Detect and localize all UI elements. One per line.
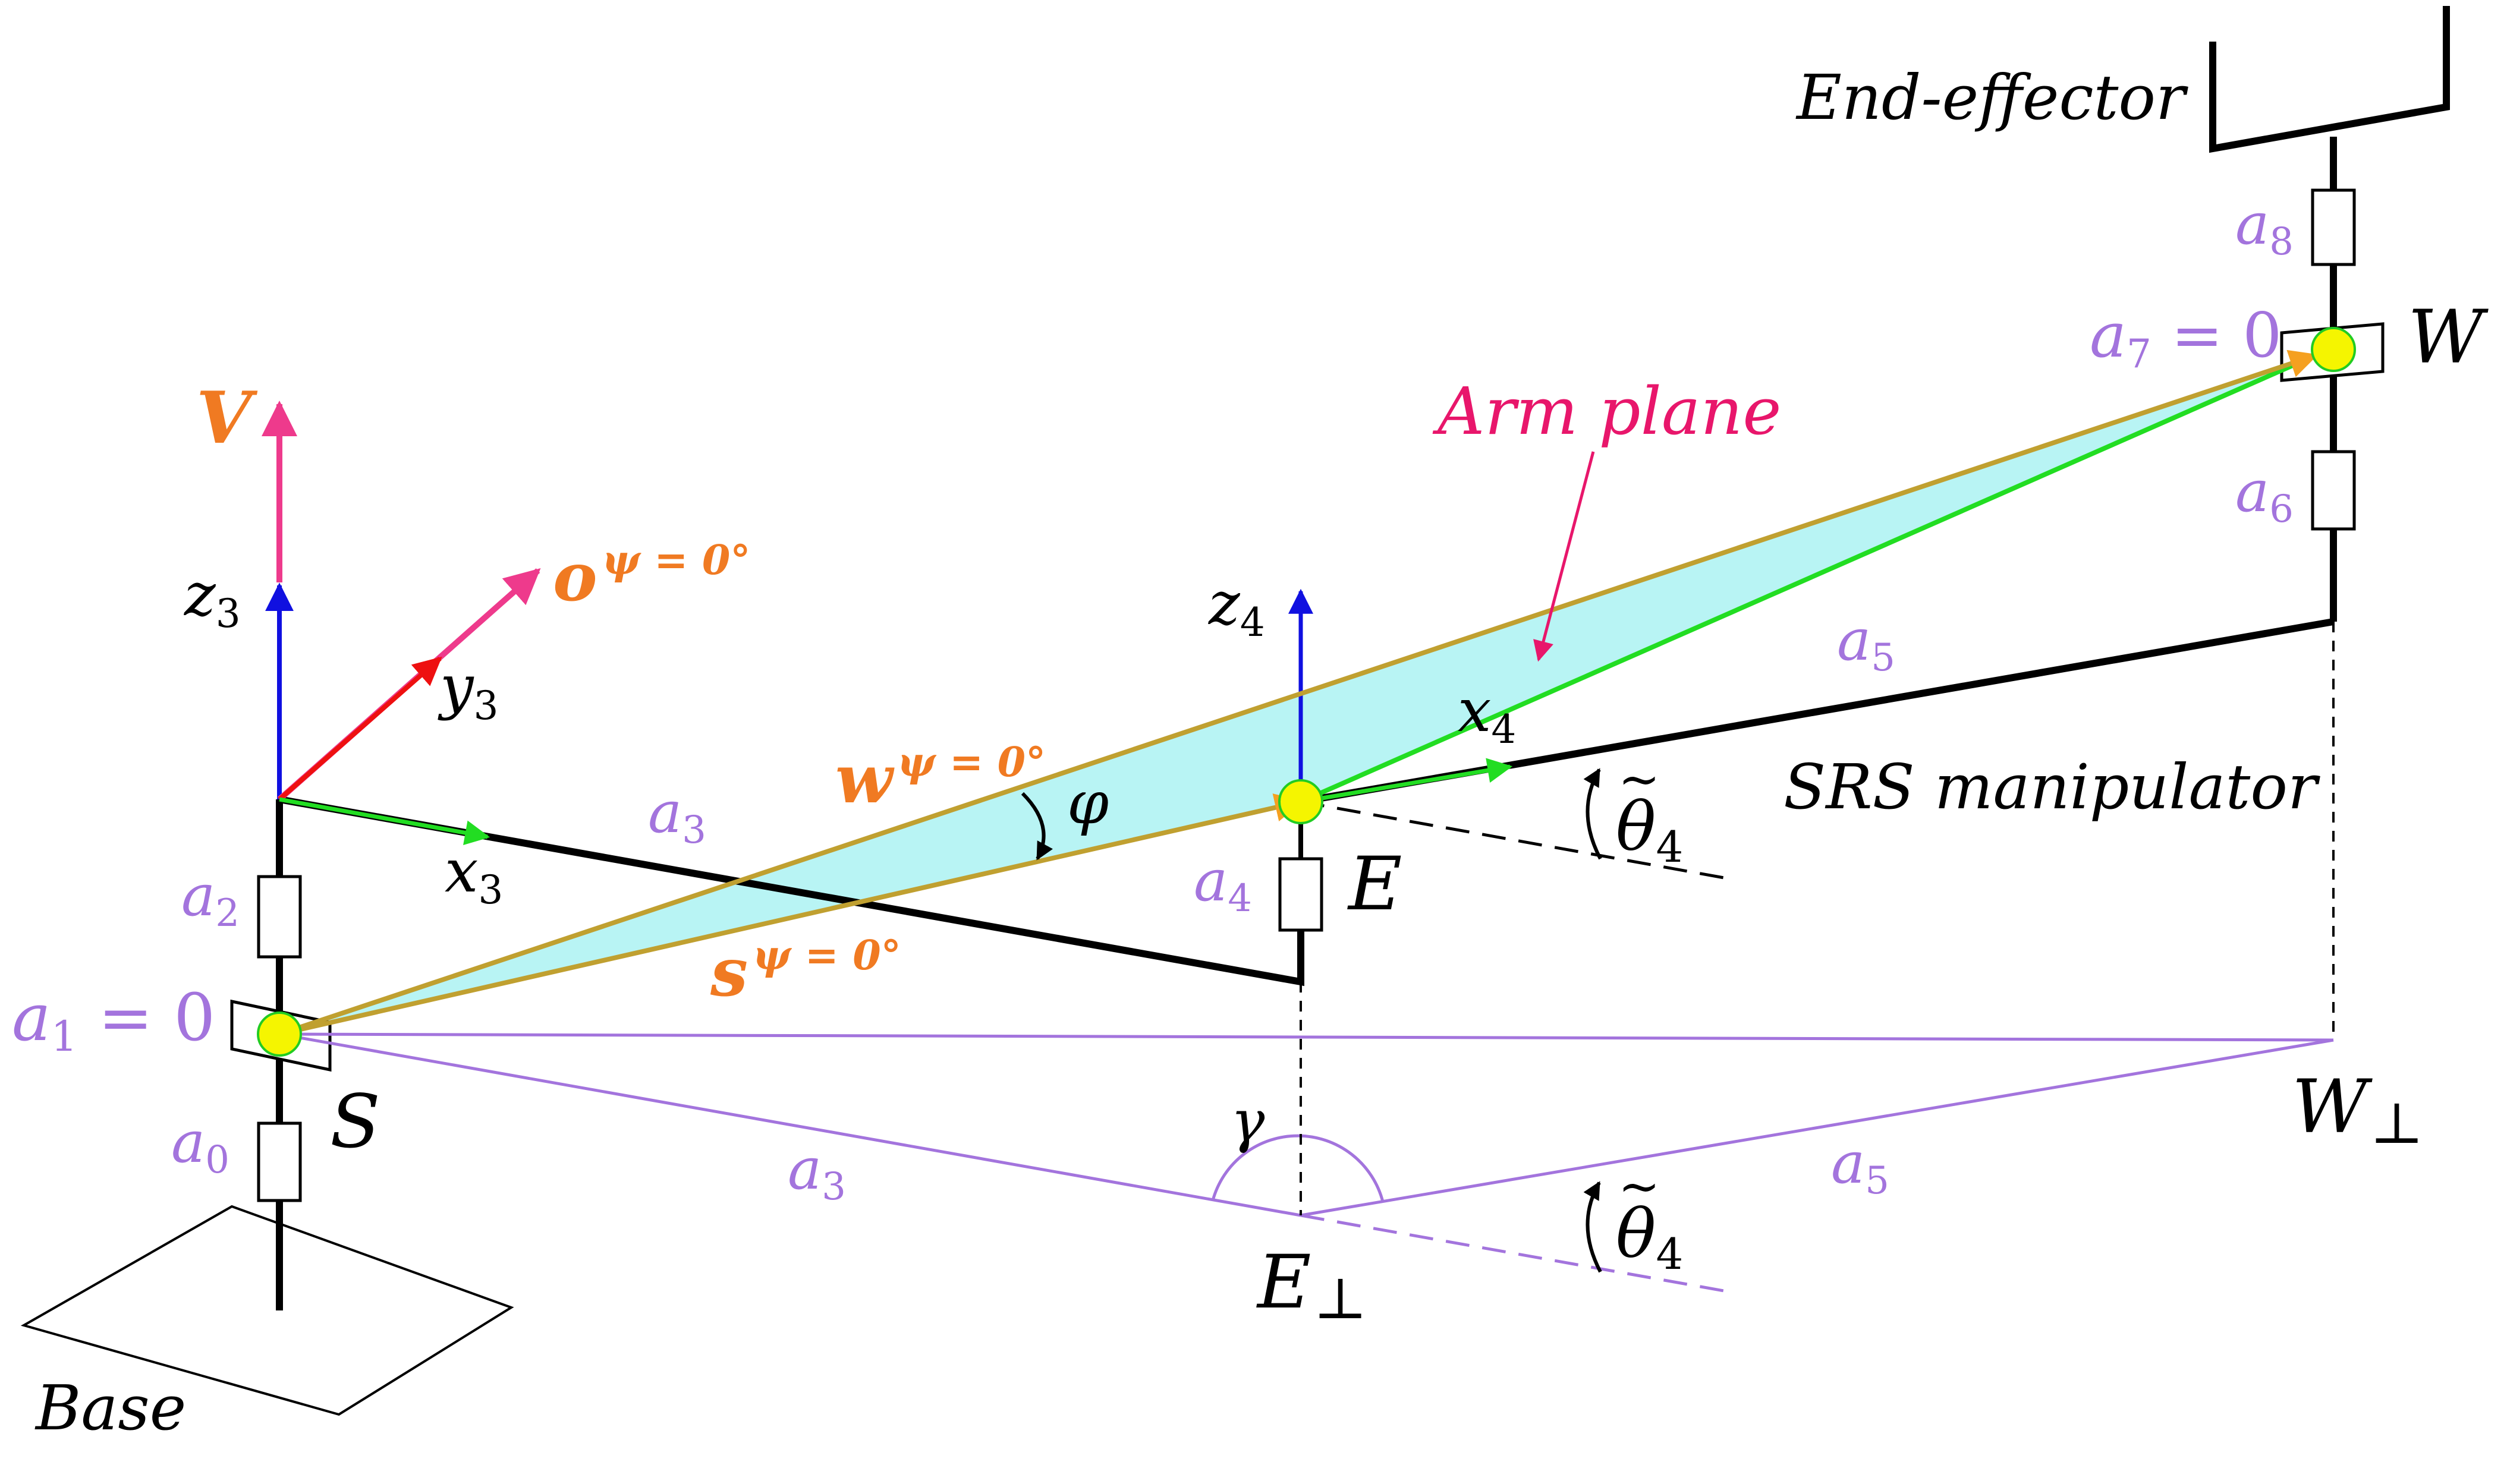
label-E-perp: E⊥	[1256, 1240, 1367, 1332]
eq-zero: = 0	[2151, 299, 2282, 371]
perp-symbol: ⊥	[2370, 1090, 2423, 1157]
w-vector	[278, 349, 2319, 1036]
label-gamma: γ	[1231, 1088, 1265, 1155]
label-srs-manipulator: SRS manipulator	[1783, 751, 2320, 823]
psi-superscript: ψ = 0°	[753, 932, 901, 979]
theta-tilde-upper: ~	[1618, 750, 1660, 808]
eq-zero: = 0	[77, 979, 215, 1056]
label-a2: a2	[181, 862, 240, 935]
theta-arc-lower	[1583, 1181, 1602, 1273]
label-phi: φ	[1067, 768, 1109, 837]
label-theta4-upper: θ4	[1616, 789, 1683, 872]
subscript: 6	[2269, 487, 2294, 531]
subscript: 1	[51, 1012, 78, 1061]
subscript: 3	[216, 591, 241, 637]
label-end-effector: End-effector	[1795, 61, 2188, 134]
x4-axis	[1300, 758, 1513, 804]
label-a0: a0	[171, 1109, 229, 1182]
label-x4: x4	[1458, 676, 1516, 752]
link-box-a0	[257, 1121, 302, 1202]
e-w-green-line	[1300, 353, 2317, 804]
label-arm-plane: Arm plane	[1432, 373, 1781, 449]
psi-superscript: ψ = 0°	[897, 739, 1046, 786]
label-a5-lower: a5	[1831, 1130, 1889, 1203]
x3-axis	[279, 797, 490, 845]
subscript: 4	[1656, 822, 1683, 872]
link-box-a6	[2311, 450, 2356, 531]
label-S: S	[330, 1079, 380, 1165]
joint-s	[257, 1012, 302, 1057]
label-a6: a6	[2235, 458, 2294, 531]
phi-arc	[1021, 792, 1053, 861]
y3-axis	[278, 656, 442, 802]
label-z4: z4	[1208, 569, 1265, 645]
proj-line-s-e	[279, 1032, 1301, 1217]
subscript: 4	[1656, 1229, 1683, 1279]
label-base: Base	[34, 1372, 186, 1444]
label-theta4-lower: θ4	[1616, 1196, 1683, 1279]
link-box-a2	[257, 875, 302, 959]
link-box-a4	[1278, 857, 1323, 932]
gripper	[2209, 6, 2450, 153]
joint-e	[1278, 779, 1323, 824]
subscript: 4	[1240, 600, 1265, 645]
label-a1: a1 = 0	[12, 979, 215, 1061]
gamma-arc	[1211, 1134, 1385, 1202]
label-a3-lower: a3	[788, 1136, 846, 1209]
subscript: 8	[2269, 220, 2294, 264]
psi-superscript: ψ = 0°	[602, 537, 751, 584]
label-V: V	[196, 376, 258, 460]
theta-tilde-lower: ~	[1618, 1157, 1660, 1215]
subscript: 4	[1491, 707, 1516, 752]
joint-w	[2311, 327, 2356, 372]
label-a5-upper: a5	[1837, 607, 1895, 680]
perp-symbol: ⊥	[1314, 1265, 1367, 1332]
label-a8: a8	[2235, 191, 2294, 264]
subscript: 4	[1228, 877, 1252, 921]
subscript: 2	[215, 891, 240, 935]
arm-plane-pointer	[1533, 451, 1595, 662]
label-a7: a7 = 0	[2090, 299, 2282, 377]
label-a4: a4	[1194, 847, 1252, 921]
subscript: 3	[822, 1165, 846, 1209]
subscript: 0	[205, 1138, 229, 1182]
label-y3: y3	[438, 652, 499, 729]
subscript: 7	[2127, 331, 2151, 377]
label-E: E	[1347, 842, 1402, 927]
subscript: 3	[474, 683, 499, 729]
link-box-a8	[2311, 188, 2356, 266]
label-z3: z3	[184, 560, 241, 637]
subscript: 3	[682, 808, 706, 852]
subscript: 3	[478, 867, 503, 913]
proj-line-e-w	[1300, 1038, 2334, 1217]
subscript: 5	[1871, 636, 1895, 680]
label-a3-upper: a3	[648, 779, 706, 852]
theta-arc-upper	[1583, 768, 1602, 860]
label-x3: x3	[445, 836, 503, 913]
base-plate	[20, 1205, 514, 1416]
subscript: 5	[1865, 1159, 1889, 1203]
s-vector	[279, 793, 1304, 1036]
proj-line-s-w	[279, 1032, 2334, 1042]
label-W: W	[2408, 295, 2489, 380]
label-W-perp: W⊥	[2292, 1064, 2424, 1157]
